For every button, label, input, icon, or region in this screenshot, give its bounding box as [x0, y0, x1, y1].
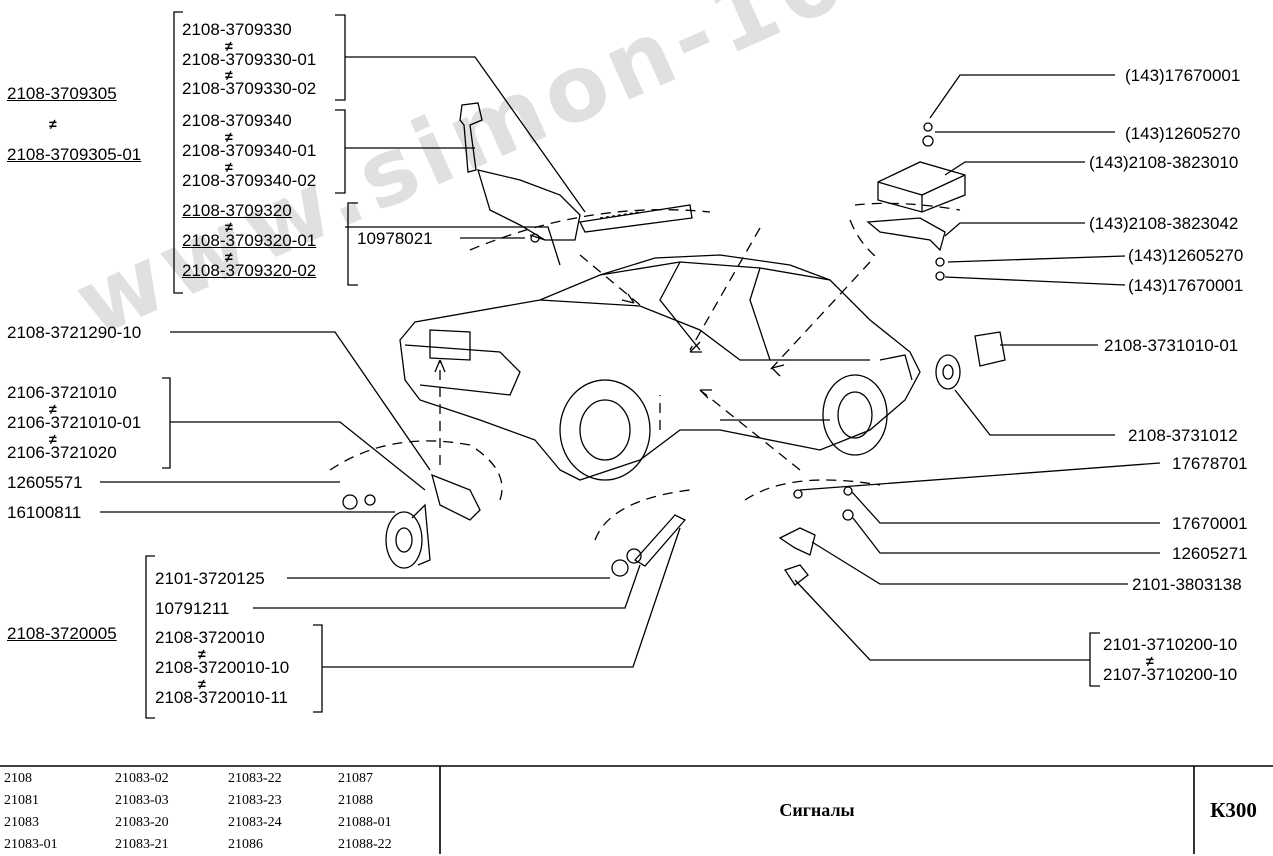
footer-models-col3: 21083-22 21083-23 21083-24 21086 [228, 768, 282, 856]
label-2101-3720125: 2101-3720125 [155, 569, 265, 588]
not-equal-symbol: ≠ [1146, 653, 1154, 669]
not-equal-symbol: ≠ [49, 116, 57, 132]
model: 21088-22 [338, 837, 392, 852]
label-2108-3720005: 2108-3720005 [7, 624, 117, 643]
switch-lever-right [579, 204, 693, 233]
model: 21088-01 [338, 815, 392, 830]
label-10978021: 10978021 [357, 229, 433, 248]
label-2108-3709330: 2108-3709330 [182, 20, 292, 39]
model: 21088 [338, 793, 373, 808]
label-17678701: 17678701 [1172, 454, 1248, 473]
label-143-17670001-bottom: (143)17670001 [1128, 276, 1244, 295]
page-title: Сигналы [779, 799, 855, 820]
not-equal-symbol: ≠ [198, 646, 206, 662]
label-143-17670001-top: (143)17670001 [1125, 66, 1241, 85]
model: 21083-02 [115, 771, 169, 786]
label-2108-3709320-02: 2108-3709320-02 [182, 261, 317, 280]
label-2108-3709320-01: 2108-3709320-01 [182, 231, 317, 250]
cable-fitting [633, 514, 687, 567]
relay-bracket [866, 217, 946, 252]
label-2101-3803138: 2101-3803138 [1132, 575, 1242, 594]
label-143-2108-3823010: (143)2108-3823010 [1089, 153, 1239, 172]
footer-models-col4: 21087 21088 21088-01 21088-22 [338, 768, 392, 856]
label-2108-3731010-01: 2108-3731010-01 [1104, 336, 1239, 355]
model: 21083-21 [115, 837, 169, 852]
sensor-plate [974, 331, 1006, 367]
car-outline [399, 261, 921, 481]
label-10791211: 10791211 [155, 599, 230, 618]
not-equal-symbol: ≠ [225, 67, 233, 83]
model: 21086 [228, 837, 263, 852]
label-143-12605270-bottom: (143)12605270 [1128, 246, 1244, 265]
model: 21083-03 [115, 793, 169, 808]
lamp-switch [783, 564, 809, 586]
label-2106-3721020: 2106-3721020 [7, 443, 117, 462]
label-2108-3709330-02: 2108-3709330-02 [182, 79, 317, 98]
not-equal-symbol: ≠ [49, 401, 57, 417]
sensor [935, 354, 961, 390]
not-equal-symbol: ≠ [198, 676, 206, 692]
not-equal-symbol: ≠ [49, 431, 57, 447]
label-2108-3709340: 2108-3709340 [182, 111, 292, 130]
label-2108-3709305: 2108-3709305 [7, 84, 117, 103]
model: 21083-22 [228, 771, 282, 786]
label-2108-3709330-01: 2108-3709330-01 [182, 50, 317, 69]
label-2106-3721010: 2106-3721010 [7, 383, 117, 402]
page-code: К300 [1210, 797, 1257, 822]
horn [385, 511, 423, 569]
footer-frame [0, 765, 1273, 854]
label-2108-3720010-11: 2108-3720010-11 [155, 688, 288, 707]
not-equal-symbol: ≠ [225, 249, 233, 265]
label-2108-3721290-10: 2108-3721290-10 [7, 323, 142, 342]
label-12605571: 12605571 [7, 473, 83, 492]
lamp-switch-bracket [778, 527, 816, 556]
model: 2108 [4, 771, 32, 786]
label-16100811: 16100811 [7, 503, 82, 522]
label-2108-3709340-01: 2108-3709340-01 [182, 141, 317, 160]
label-2108-3709320: 2108-3709320 [182, 201, 292, 220]
model: 21087 [338, 771, 373, 786]
label-2108-3720010: 2108-3720010 [155, 628, 265, 647]
model: 21083-01 [4, 837, 58, 852]
label-2101-3710200-10: 2101-3710200-10 [1103, 635, 1238, 654]
label-2107-3710200-10: 2107-3710200-10 [1103, 665, 1238, 684]
not-equal-symbol: ≠ [225, 129, 233, 145]
not-equal-symbol: ≠ [225, 38, 233, 54]
label-2108-3709305-01: 2108-3709305-01 [7, 145, 142, 164]
leader-lines [100, 56, 1161, 668]
label-143-12605270-top: (143)12605270 [1125, 124, 1241, 143]
car-front-wheel [559, 379, 651, 481]
label-12605271: 12605271 [1172, 544, 1248, 563]
footer-models-col2: 21083-02 21083-03 21083-20 21083-21 [115, 768, 169, 856]
footer-models-col1: 2108 21081 21083 21083-01 [4, 768, 58, 856]
not-equal-symbol: ≠ [225, 159, 233, 175]
label-143-2108-3823042: (143)2108-3823042 [1089, 214, 1239, 233]
model: 21083-24 [228, 815, 282, 830]
label-2108-3731012: 2108-3731012 [1128, 426, 1238, 445]
model: 21083-23 [228, 793, 282, 808]
car-rear-wheel [822, 374, 888, 456]
label-2108-3709340-02: 2108-3709340-02 [182, 171, 317, 190]
label-2106-3721010-01: 2106-3721010-01 [7, 413, 142, 432]
switch-lever-left [459, 102, 483, 173]
relay-body [877, 161, 966, 213]
label-2108-3720010-10: 2108-3720010-10 [155, 658, 290, 677]
model: 21083-20 [115, 815, 169, 830]
label-17670001: 17670001 [1172, 514, 1248, 533]
model: 21081 [4, 793, 39, 808]
not-equal-symbol: ≠ [225, 219, 233, 235]
switch-body [477, 169, 581, 241]
horn-bracket [431, 473, 481, 521]
model: 21083 [4, 815, 39, 830]
